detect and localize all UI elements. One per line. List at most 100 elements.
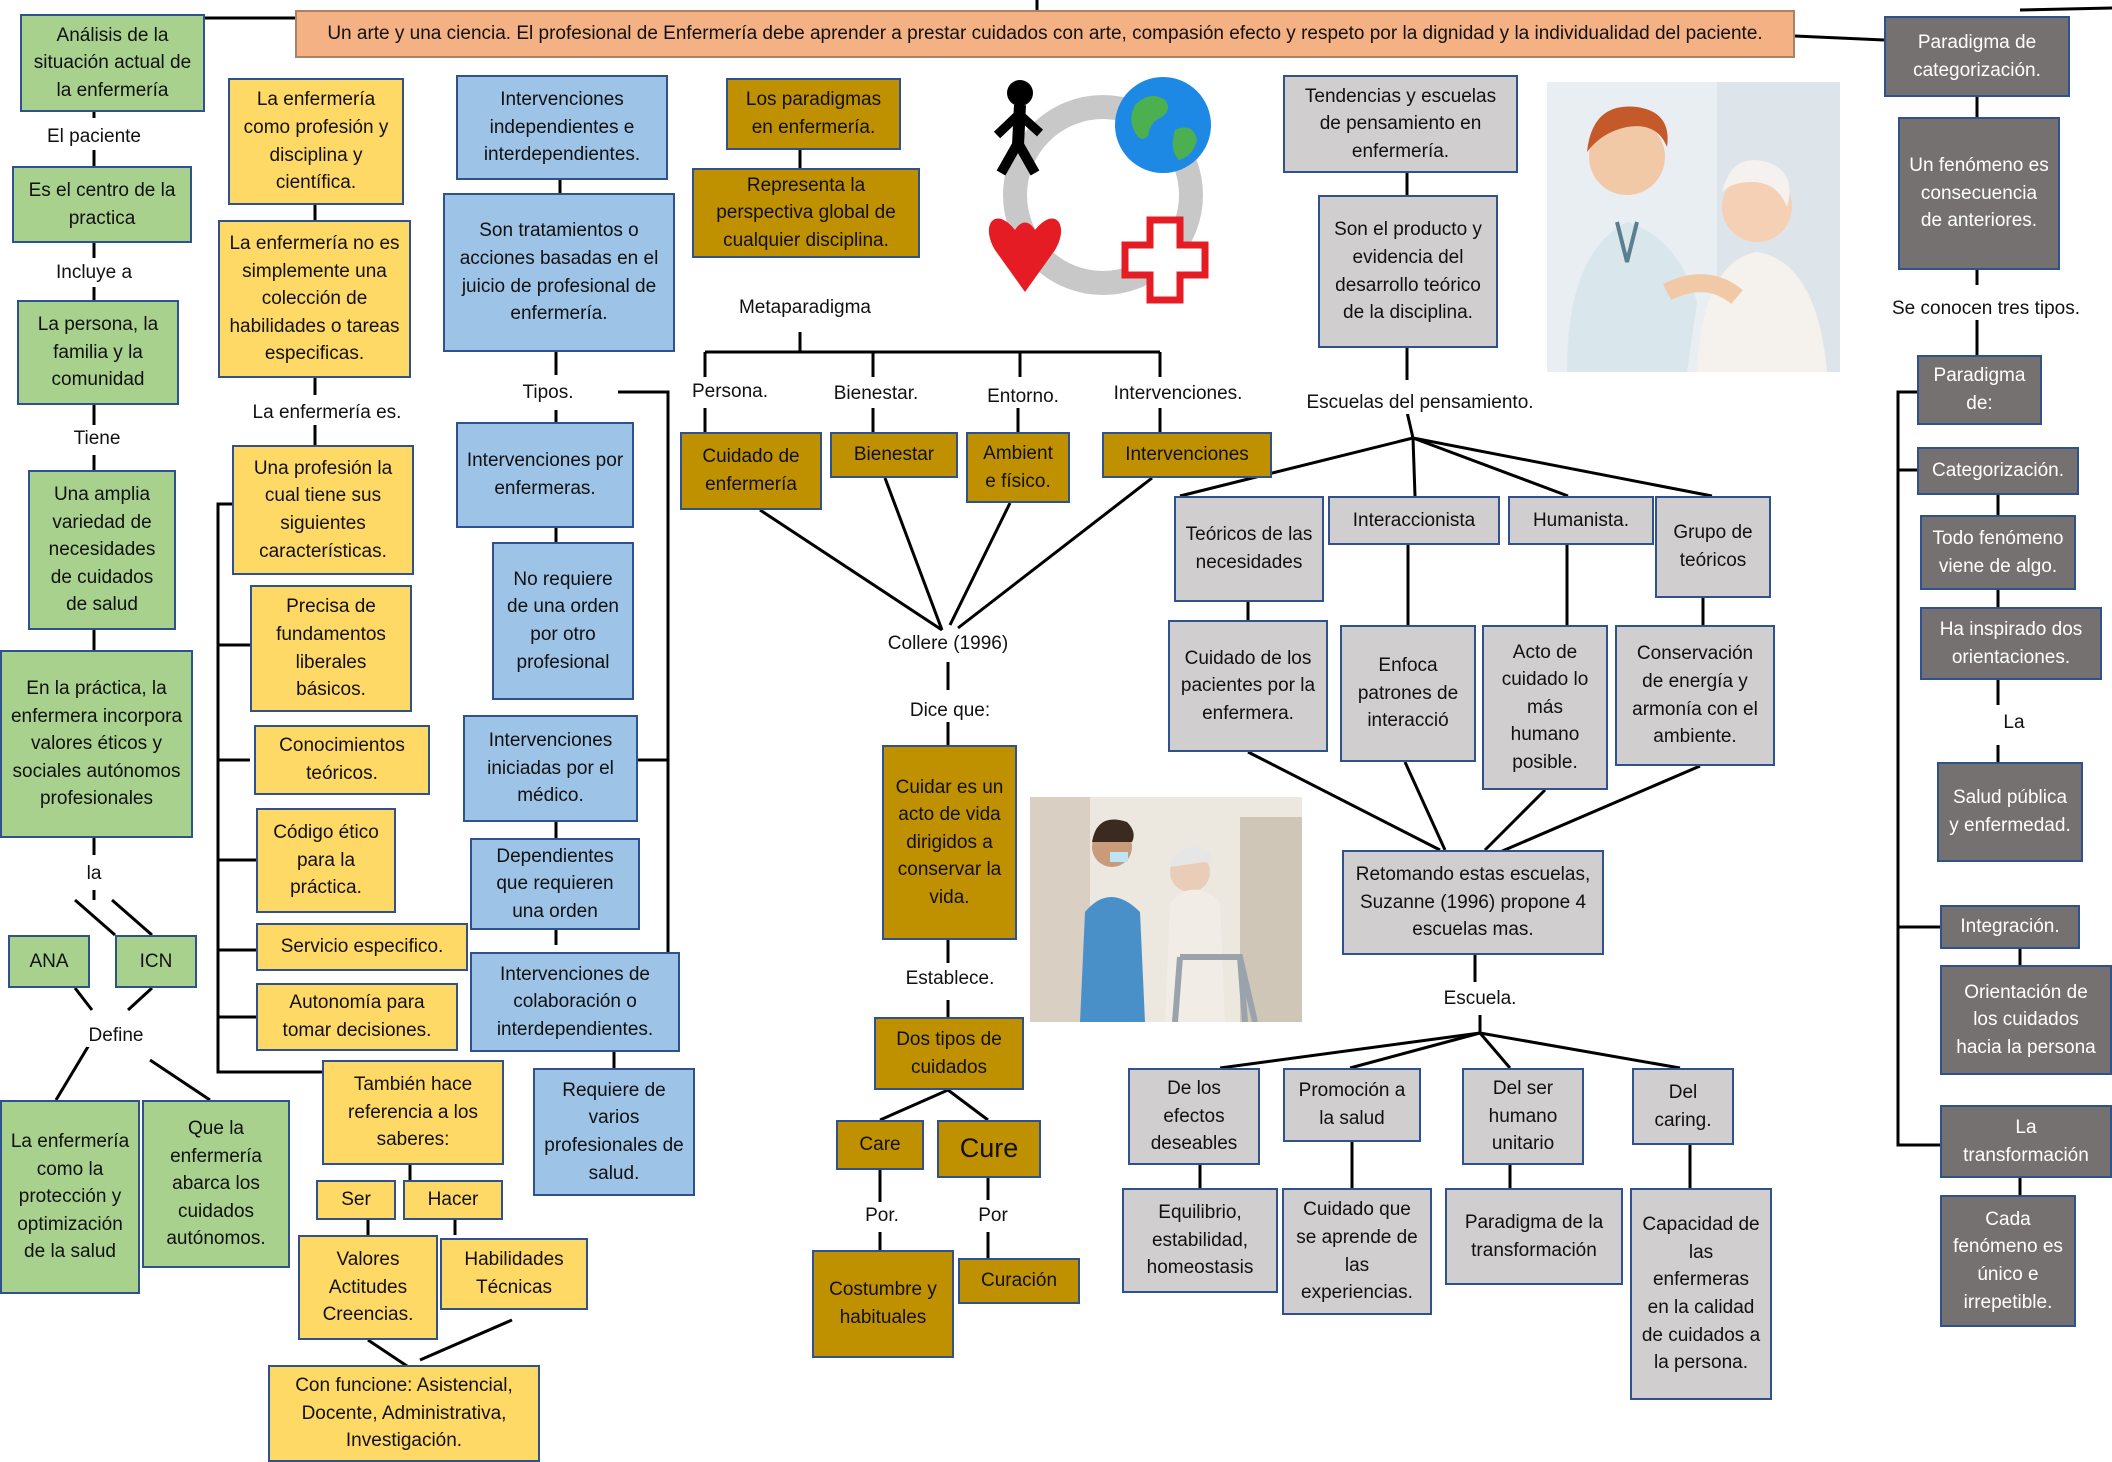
no-order-box: No requiere de una orden por otro profes… (492, 542, 634, 700)
theorist-group-box: Grupo de teóricos (1655, 496, 1771, 598)
ethical-values-box: En la práctica, la enfermera incorpora v… (0, 650, 193, 838)
ring-icon (1003, 95, 1203, 295)
care-box: Care (836, 1120, 924, 1170)
label-escuela: Escuela. (1441, 988, 1519, 1010)
interaction-patterns-box: Enfoca patrones de interacció (1340, 625, 1476, 762)
not-skills-box: La enfermería no es simplemente una cole… (218, 220, 411, 378)
nurse-interventions-box: Intervenciones por enfermeras. (456, 422, 634, 528)
energy-conservation-box: Conservación de energía y armonía con el… (1615, 625, 1775, 766)
everything-comes-box: Todo fenómeno viene de algo. (1920, 515, 2076, 590)
label-tipos: Tipos. (520, 382, 576, 404)
label-enfermeria-es: La enfermería es. (250, 402, 404, 424)
red-cross-icon (1121, 216, 1209, 304)
label-define: Define (86, 1025, 146, 1047)
caring-box: Del caring. (1632, 1068, 1734, 1145)
values-box: Valores Actitudes Creencias. (298, 1235, 438, 1340)
autonomous-care-box: Que la enfermería abarca los cuidados au… (142, 1100, 290, 1268)
person-icon (993, 80, 1044, 176)
ethic-code-box: Código ético para la práctica. (256, 808, 396, 913)
learned-care-box: Cuidado que se aprende de las experienci… (1282, 1188, 1432, 1315)
several-professionals-box: Requiere de varios profesionales de salu… (533, 1068, 695, 1196)
two-orientations-box: Ha inspirado dos orientaciones. (1920, 607, 2102, 680)
practice-center-box: Es el centro de la practica (12, 166, 192, 243)
interventions-gold-box: Intervenciones (1102, 432, 1272, 478)
label-incluye: Incluye a (53, 262, 135, 284)
profession-box: La enfermería como profesión y disciplin… (228, 78, 404, 205)
label-tiene: Tiene (71, 428, 123, 450)
global-perspective-box: Representa la perspectiva global de cual… (692, 168, 920, 258)
two-types-box: Dos tipos de cuidados (874, 1017, 1024, 1090)
public-health-box: Salud pública y enfermedad. (1937, 762, 2083, 862)
techniques-box: Habilidades Técnicas (440, 1238, 588, 1310)
label-por-2: Por (976, 1205, 1010, 1227)
globe-icon (1115, 77, 1211, 173)
icn-box: ICN (115, 935, 197, 988)
label-collere: Collere (1996) (885, 633, 1011, 655)
customs-box: Costumbre y habituales (812, 1250, 954, 1358)
label-escuelas: Escuelas del pensamiento. (1304, 392, 1536, 414)
wellness-box: Bienestar (830, 432, 958, 478)
label-bienestar: Bienestar. (831, 383, 921, 405)
protection-box: La enfermería como la protección y optim… (0, 1100, 140, 1294)
human-care-box: Acto de cuidado lo más humano posible. (1482, 625, 1608, 790)
care-act-box: Cuidar es un acto de vida dirigidos a co… (882, 745, 1017, 940)
functions-box: Con funcione: Asistencial, Docente, Admi… (268, 1365, 540, 1462)
needs-box: Una amplia variedad de necesidades de cu… (28, 470, 176, 630)
hacer-box: Hacer (403, 1180, 503, 1220)
nurse-patient-photo (1547, 82, 1840, 372)
ser-box: Ser (316, 1180, 396, 1220)
health-promotion-box: Promoción a la salud (1283, 1068, 1421, 1142)
product-evidence-box: Son el producto y evidencia del desarrol… (1318, 195, 1498, 348)
label-intervenciones: Intervenciones. (1111, 383, 1245, 405)
situation-analysis-box: Análisis de la situación actual de la en… (20, 14, 205, 112)
patient-care-box: Cuidado de los pacientes por la enfermer… (1168, 620, 1328, 752)
characteristics-box: Una profesión la cual tiene sus siguient… (232, 445, 414, 575)
transformation-paradigm-box: Paradigma de la transformación (1445, 1188, 1623, 1285)
metaparadigm-icons (988, 77, 1211, 304)
knowledge-types-box: También hace referencia a los saberes: (322, 1060, 504, 1165)
dependent-box: Dependientes que requieren una orden (470, 838, 640, 930)
label-establece: Establece. (903, 968, 997, 990)
transformation-box: La transformación (1940, 1105, 2112, 1178)
theoretical-knowledge-box: Conocimientos teóricos. (254, 725, 430, 795)
nurse-walker-photo (1030, 797, 1302, 1022)
categorization-paradigm-box: Paradigma de categorización. (1884, 16, 2070, 97)
specific-service-box: Servicio especifico. (256, 923, 468, 971)
interactionist-box: Interaccionista (1328, 496, 1500, 545)
label-entorno: Entorno. (985, 386, 1061, 408)
interventions-box: Intervenciones independientes e interdep… (456, 75, 668, 180)
tendencies-box: Tendencias y escuelas de pensamiento en … (1283, 75, 1518, 173)
unitary-human-box: Del ser humano unitario (1462, 1068, 1584, 1165)
autonomy-box: Autonomía para tomar decisiones. (256, 983, 458, 1051)
label-la: la (84, 863, 104, 885)
physician-interventions-box: Intervenciones iniciadas por el médico. (463, 715, 638, 822)
nurse-capacity-box: Capacidad de las enfermeras en la calida… (1630, 1188, 1772, 1400)
liberal-foundations-box: Precisa de fundamentos liberales básicos… (250, 585, 412, 712)
desirable-effects-box: De los efectos deseables (1128, 1068, 1260, 1165)
collaboration-box: Intervenciones de colaboración o interde… (470, 952, 680, 1052)
ana-box: ANA (8, 935, 90, 988)
phenomenon-box: Un fenómeno es consecuencia de anteriore… (1898, 117, 2060, 270)
label-metaparadigma: Metaparadigma (736, 297, 874, 319)
healing-box: Curación (958, 1258, 1080, 1304)
label-persona: Persona. (689, 381, 771, 403)
label-tres-tipos: Se conocen tres tipos. (1890, 298, 2082, 320)
label-dice-que: Dice que: (907, 700, 993, 722)
person-orientation-box: Orientación de los cuidados hacia la per… (1940, 965, 2112, 1075)
suzanne-box: Retomando estas escuelas, Suzanne (1996)… (1342, 850, 1604, 955)
nursing-care-box: Cuidado de enfermería (680, 432, 822, 510)
label-el-paciente: El paciente (44, 126, 144, 148)
cure-box: Cure (937, 1120, 1041, 1178)
humanist-box: Humanista. (1508, 496, 1654, 545)
title-banner: Un arte y una ciencia. El profesional de… (295, 10, 1795, 58)
person-family-box: La persona, la familia y la comunidad (17, 300, 179, 405)
paradigms-box: Los paradigmas en enfermería. (726, 78, 901, 150)
treatments-box: Son tratamientos o acciones basadas en e… (443, 193, 675, 352)
heart-icon (988, 218, 1062, 292)
equilibrium-box: Equilibrio, estabilidad, homeostasis (1122, 1188, 1278, 1293)
label-por-1: Por. (863, 1205, 901, 1227)
needs-theorists-box: Teóricos de las necesidades (1174, 496, 1324, 602)
label-la-2: La (2001, 712, 2027, 734)
environment-box: Ambient e físico. (966, 432, 1070, 503)
